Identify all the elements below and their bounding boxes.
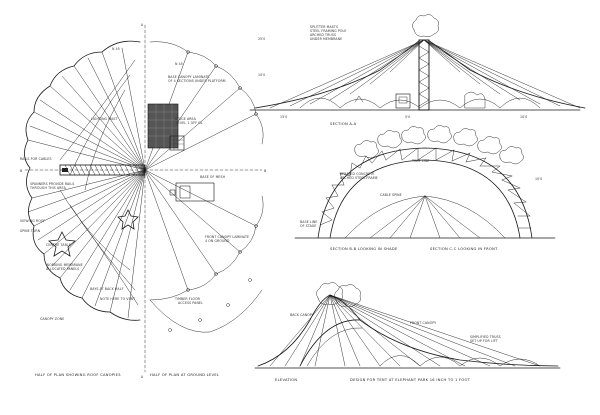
svg-text:BASE CANOPY LAMINATE: BASE CANOPY LAMINATE bbox=[168, 75, 210, 79]
plan-caption-left: HALF OF PLAN SHOWING ROOF CANOPIES bbox=[35, 373, 121, 377]
section-a-caption: SECTION A-A bbox=[330, 122, 357, 126]
svg-text:BASE LINE: BASE LINE bbox=[300, 220, 317, 224]
svg-text:TREE LINE: TREE LINE bbox=[411, 159, 429, 163]
section-a-a: SPLITTER MASTS STEEL FRAMING POLE ARCHED… bbox=[249, 14, 586, 126]
section-b-caption: SECTION B-B LOOKING IN SHADE bbox=[330, 247, 398, 251]
svg-text:CANOPY ZONE: CANOPY ZONE bbox=[40, 317, 64, 321]
svg-text:OF 4 SECTIONS UNDER PLATFORM: OF 4 SECTIONS UNDER PLATFORM bbox=[168, 79, 226, 83]
title-block: DESIGN FOR TENT AT ELEPHANT PARK 16 INCH… bbox=[350, 378, 471, 382]
tree-clusters bbox=[354, 125, 524, 165]
svg-text:ARCHED STEEL FRAME: ARCHED STEEL FRAME bbox=[340, 176, 378, 180]
svg-text:5'0: 5'0 bbox=[405, 115, 410, 119]
svg-text:15'0: 15'0 bbox=[280, 115, 287, 119]
svg-text:CABLE SPINE: CABLE SPINE bbox=[380, 193, 402, 197]
svg-text:NOTE HERE TO VENT: NOTE HERE TO VENT bbox=[100, 297, 135, 301]
svg-text:STEEL FRAMING POLE: STEEL FRAMING POLE bbox=[310, 29, 346, 33]
svg-text:LIGHTING MAST: LIGHTING MAST bbox=[91, 117, 118, 121]
plan-truss bbox=[59, 164, 146, 176]
svg-text:N 45: N 45 bbox=[112, 47, 120, 51]
svg-text:SPRAYED CONCRETE: SPRAYED CONCRETE bbox=[340, 172, 375, 176]
section-b-b: SPRAYED CONCRETE ARCHED STEEL FRAME CABL… bbox=[294, 125, 556, 251]
svg-text:FRONT CANOPY LAMINATE: FRONT CANOPY LAMINATE bbox=[205, 235, 249, 239]
svg-text:THROUGH THIS AREA: THROUGH THIS AREA bbox=[29, 186, 67, 190]
svg-text:SET UP FOR LIFT: SET UP FOR LIFT bbox=[470, 339, 498, 343]
svg-text:SPINE TURN: SPINE TURN bbox=[20, 229, 41, 233]
svg-text:ARCHED TRUSS: ARCHED TRUSS bbox=[310, 33, 336, 37]
elevation-caption: ELEVATION bbox=[275, 378, 297, 382]
svg-text:ACCESS PANEL: ACCESS PANEL bbox=[178, 301, 203, 305]
svg-text:FRONT CANOPY: FRONT CANOPY bbox=[410, 321, 436, 325]
svg-text:BASE OF MESH: BASE OF MESH bbox=[200, 175, 226, 179]
section-c-caption: SECTION C-C LOOKING IN FRONT bbox=[430, 247, 498, 251]
svg-text:SPANNERS PROVIDE RAILS: SPANNERS PROVIDE RAILS bbox=[30, 182, 74, 186]
svg-text:10'0: 10'0 bbox=[535, 177, 542, 181]
plan-caption-right: HALF OF PLAN AT GROUND LEVEL bbox=[150, 373, 219, 377]
svg-text:TIMBER FLOOR: TIMBER FLOOR bbox=[174, 297, 201, 301]
svg-text:10'0: 10'0 bbox=[258, 73, 265, 77]
elevation-trees bbox=[316, 282, 361, 307]
svg-text:CENTRE TABLE: CENTRE TABLE bbox=[46, 243, 71, 247]
svg-text:ALLOCATED PANELS: ALLOCATED PANELS bbox=[46, 267, 79, 271]
svg-text:BAYS AT BACK HALF: BAYS AT BACK HALF bbox=[90, 287, 124, 291]
svg-text:10'0: 10'0 bbox=[520, 115, 527, 119]
svg-text:4 ON GROUND: 4 ON GROUND bbox=[205, 239, 230, 243]
elevation-view: BACK CANOPY FRONT CANOPY SIMPLIFIED TRUS… bbox=[254, 282, 561, 382]
svg-text:UNDER MEMBRANE: UNDER MEMBRANE bbox=[310, 37, 342, 41]
svg-text:BACK CANOPY: BACK CANOPY bbox=[290, 313, 314, 317]
tree-crown bbox=[412, 14, 439, 37]
svg-text:WORKING MEMBRANE: WORKING MEMBRANE bbox=[46, 263, 83, 267]
svg-text:A: A bbox=[141, 23, 144, 27]
svg-text:LEVEL 1 OFF GL: LEVEL 1 OFF GL bbox=[176, 121, 203, 125]
stage-block bbox=[147, 103, 179, 149]
svg-text:RAILS FOR CABLES: RAILS FOR CABLES bbox=[20, 157, 52, 161]
svg-text:B: B bbox=[264, 169, 266, 173]
svg-text:SPLITTER MASTS: SPLITTER MASTS bbox=[310, 25, 338, 29]
svg-text:OF STAGE: OF STAGE bbox=[300, 224, 317, 228]
svg-text:N 45: N 45 bbox=[175, 62, 183, 66]
svg-text:SIMPLIFIED TRUSS: SIMPLIFIED TRUSS bbox=[470, 335, 501, 339]
svg-text:VIEWING ROOF: VIEWING ROOF bbox=[20, 219, 45, 223]
svg-text:STAGE AREA: STAGE AREA bbox=[175, 117, 197, 121]
svg-text:A: A bbox=[141, 375, 144, 379]
plan-view: A A B B bbox=[20, 23, 266, 379]
svg-text:25'0: 25'0 bbox=[258, 37, 265, 41]
svg-text:B: B bbox=[20, 169, 22, 173]
